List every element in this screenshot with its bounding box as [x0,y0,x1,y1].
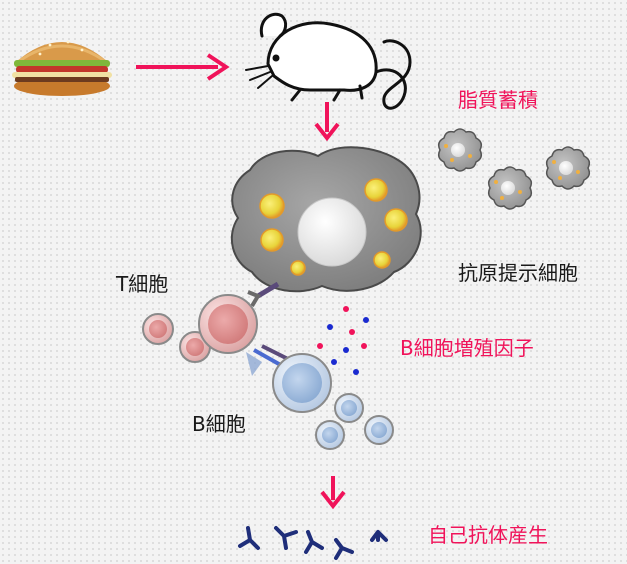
b-cell-main [272,353,332,413]
b-cell-label: B細胞 [192,412,246,436]
b-cell-small [315,420,345,450]
growth-factor-dots [317,306,369,375]
small-cell [545,146,591,190]
small-cell [487,166,533,210]
mouse-icon [245,12,412,110]
t-cell-small [142,313,174,345]
t-cell-main [198,294,258,354]
antibody-icon [238,526,388,560]
arrow-down-icon [320,476,346,510]
b-cell-small [364,415,394,445]
tcr-mhc-contact [247,281,280,308]
arrow-down-icon [314,102,340,142]
b-cell-growth-factor-label: B細胞増殖因子 [400,336,534,360]
small-cell [437,128,483,172]
lipid-accumulation-label: 脂質蓄積 [458,88,538,112]
arrow-right-icon [136,53,230,81]
t-cell-label: T細胞 [116,272,169,296]
antigen-presenting-cell [230,146,422,293]
autoantibody-production-label: 自己抗体産生 [428,523,548,547]
burger-icon [12,40,112,96]
b-cell-small [334,393,364,423]
antigen-presenting-cell-label: 抗原提示細胞 [458,261,578,285]
